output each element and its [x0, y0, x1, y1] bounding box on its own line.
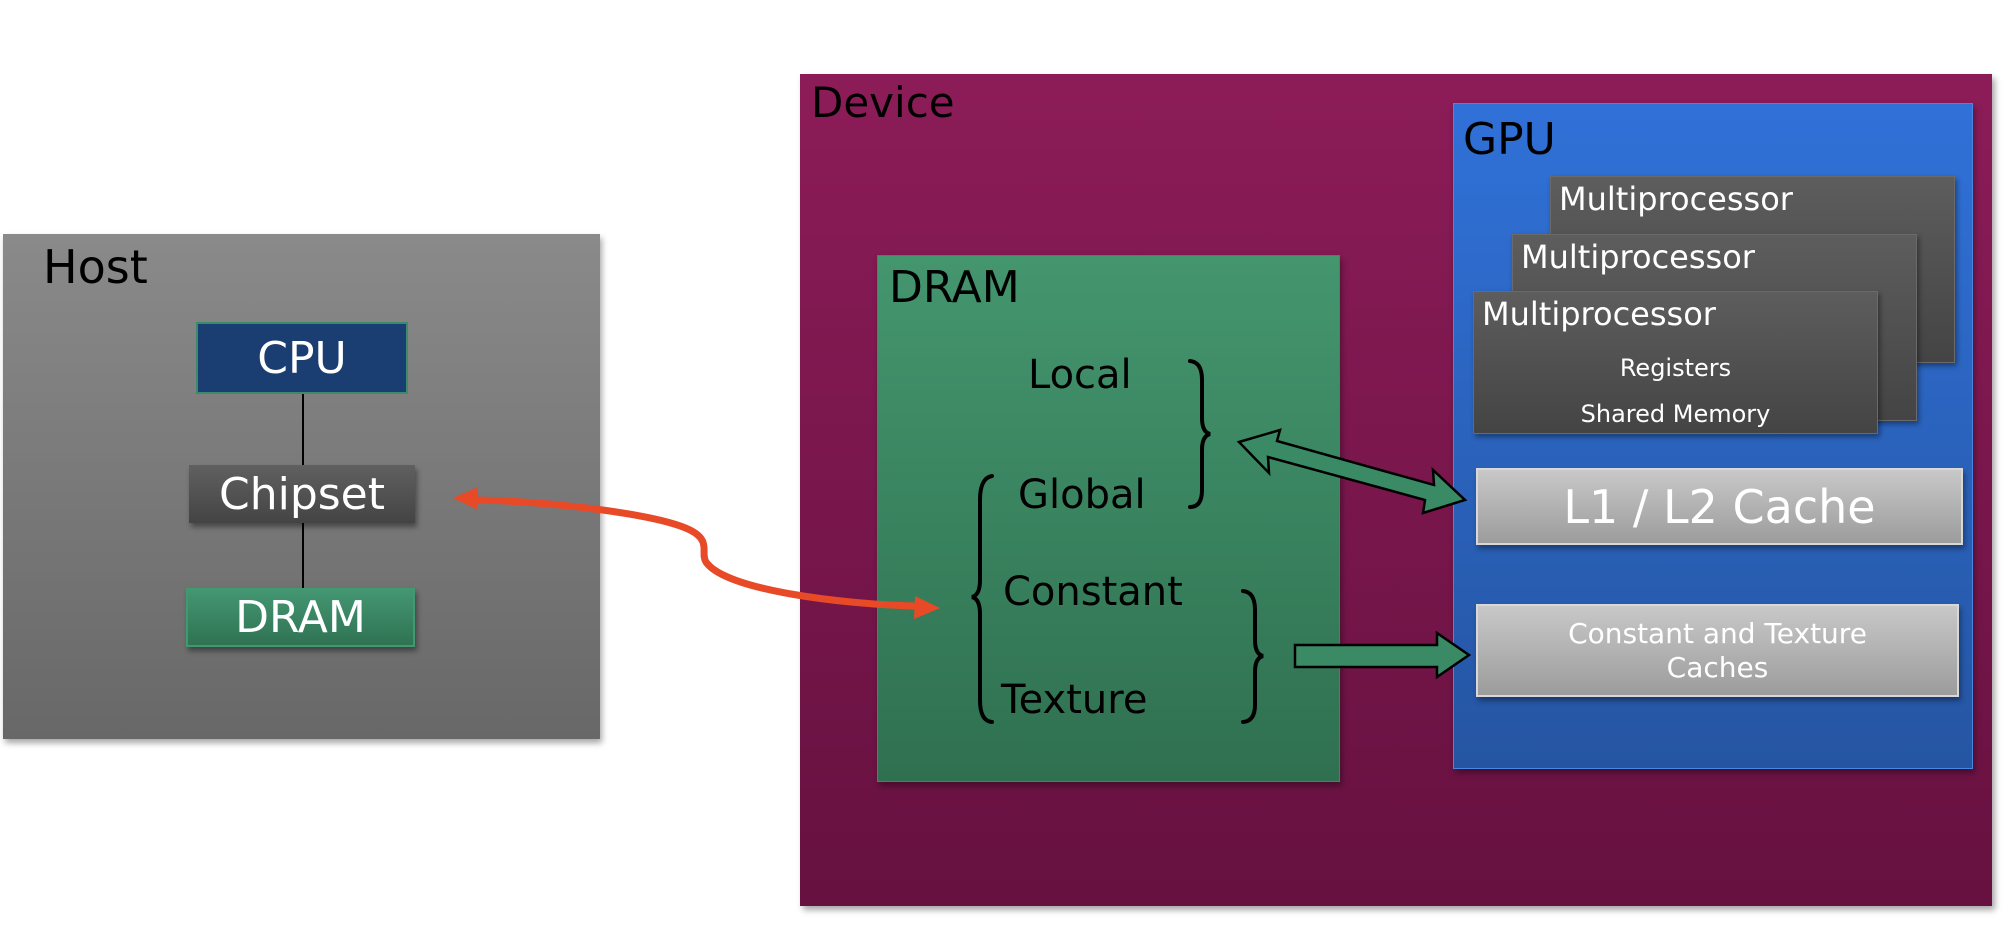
l1-l2-cache-block[interactable]: L1 / L2 Cache [1476, 468, 1963, 545]
cpu-chipset-connector [302, 394, 304, 465]
chipset-label: Chipset [218, 468, 385, 520]
gpu-title: GPU [1463, 114, 1556, 165]
multiprocessor-title: Multiprocessor [1521, 238, 1755, 276]
memory-local: Local [1028, 352, 1132, 398]
cpu-block[interactable]: CPU [196, 322, 408, 394]
shared-memory-label: Shared Memory [1580, 400, 1771, 428]
memory-global: Global [1018, 472, 1146, 518]
multiprocessor-title: Multiprocessor [1482, 295, 1716, 333]
multiprocessor-title: Multiprocessor [1559, 180, 1793, 218]
device-dram-box[interactable]: DRAM Local Global Constant Texture [877, 255, 1340, 782]
host-dram-block[interactable]: DRAM [186, 588, 415, 647]
device-box: Device DRAM Local Global Constant Textur… [800, 74, 1992, 906]
chipset-dram-connector [302, 523, 304, 588]
registers-label: Registers [1619, 354, 1732, 382]
host-dram-label: DRAM [235, 592, 366, 643]
constant-texture-cache-block[interactable]: Constant and Texture Caches [1476, 604, 1959, 697]
memory-constant: Constant [1003, 569, 1183, 615]
device-title: Device [811, 78, 955, 127]
gpu-box: GPU Multiprocessor Multiprocessor Multip… [1453, 103, 1973, 769]
chipset-block[interactable]: Chipset [189, 465, 415, 523]
cpu-label: CPU [257, 332, 347, 384]
host-box: Host CPU Chipset DRAM [3, 234, 600, 739]
constant-texture-cache-label-line2: Caches [1666, 650, 1769, 684]
device-dram-title: DRAM [889, 262, 1020, 313]
host-title: Host [43, 240, 148, 294]
constant-texture-cache-label-line1: Constant and Texture [1568, 616, 1867, 650]
l1-l2-cache-label: L1 / L2 Cache [1563, 479, 1876, 534]
multiprocessor-front[interactable]: Multiprocessor Registers Shared Memory [1473, 291, 1878, 434]
memory-texture: Texture [1001, 677, 1148, 723]
